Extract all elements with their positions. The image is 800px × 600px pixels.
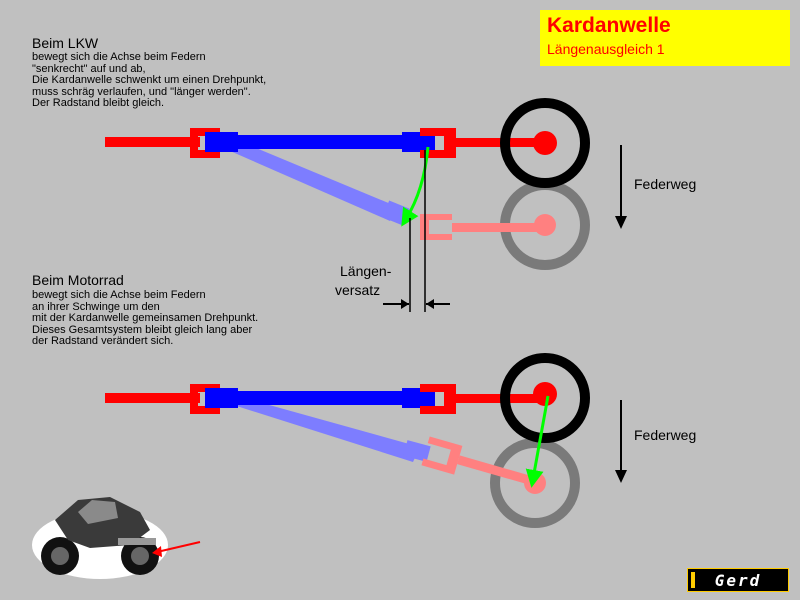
- lkw-shaft-left-end: [205, 132, 238, 152]
- bike-pointer-arrow: [156, 541, 201, 553]
- versatz-arrowhead-right: [426, 299, 434, 309]
- lkw-heading: Beim LKW: [32, 35, 99, 51]
- motorrad-description: bewegt sich die Achse beim Federn an ihr…: [32, 289, 332, 348]
- bike-rear-rim: [131, 547, 149, 565]
- motorrad-line-1: bewegt sich die Achse beim Federn: [32, 289, 206, 301]
- motorrad-right-joint: [420, 384, 456, 414]
- lkw-input-shaft: [105, 137, 200, 147]
- motorrad-diagram: [105, 353, 627, 528]
- lkw-line-1: bewegt sich die Achse beim Federn: [32, 51, 206, 63]
- motorcycle-illustration: [32, 497, 201, 579]
- logo-text: Gerd: [714, 570, 762, 590]
- bike-body: [55, 497, 150, 548]
- logo-bar: [691, 572, 695, 588]
- bike-tank: [78, 500, 118, 524]
- lkw-hub: [533, 131, 557, 155]
- federweg-label-bottom: Federweg: [634, 427, 697, 443]
- gerd-logo: Gerd: [687, 568, 789, 592]
- federweg-label-top: Federweg: [634, 176, 697, 192]
- laengenversatz-label-line1: Längen-: [340, 263, 392, 279]
- motorrad-shaft-tilted: [205, 396, 420, 462]
- motorrad-motion-arrow: [525, 395, 550, 488]
- title-sub: Längenausgleich 1: [547, 41, 665, 57]
- versatz-arrowhead-left: [401, 299, 409, 309]
- motorrad-line-4: Dieses Gesamtsystem bleibt gleich lang a…: [32, 323, 253, 336]
- lkw-shaft: [205, 135, 435, 149]
- motorrad-hub: [533, 382, 557, 406]
- motorrad-joint-tilted-group: [421, 436, 542, 488]
- motorrad-shaft: [205, 391, 435, 405]
- laengenversatz-dimension: [383, 150, 450, 312]
- motorrad-line-2: an ihrer Schwinge um den: [32, 300, 160, 313]
- motorrad-line-5: der Radstand verändert sich.: [32, 335, 174, 347]
- motorrad-heading: Beim Motorrad: [32, 272, 124, 288]
- lkw-description: bewegt sich die Achse beim Federn "senkr…: [32, 51, 332, 110]
- lkw-federweg-arrowhead: [615, 216, 627, 229]
- motorrad-wheel-lowered: [490, 438, 580, 528]
- motorrad-swingarm-tilted: [457, 455, 542, 488]
- bike-pointer-arrowhead: [152, 546, 162, 557]
- lkw-diagram: [105, 98, 627, 270]
- bike-front-rim: [51, 547, 69, 565]
- bike-exhaust: [118, 538, 156, 545]
- lkw-line-3: Die Kardanwelle schwenkt um einen Drehpu…: [32, 74, 267, 86]
- motorrad-shaft-tilted-end: [403, 440, 431, 462]
- motorrad-wheel: [500, 353, 590, 443]
- lkw-wheel: [500, 98, 590, 188]
- motorrad-input-shaft: [105, 393, 200, 403]
- motorrad-shaft-left-end: [205, 388, 238, 408]
- laengenversatz-label-line2: versatz: [335, 282, 381, 298]
- lkw-motion-arrow: [401, 146, 430, 227]
- lkw-right-joint-lowered: [420, 214, 452, 240]
- motorrad-shaft-right-end: [402, 388, 435, 408]
- lkw-shaft-tilted: [205, 140, 398, 221]
- title-main: Kardanwelle: [547, 14, 671, 37]
- lkw-axle-lowered: [452, 223, 540, 232]
- title-box: Kardanwelle Längenausgleich 1: [540, 10, 790, 66]
- lkw-line-4: muss schräg verlaufen, und "länger werde…: [32, 85, 251, 98]
- motorrad-federweg-arrowhead: [615, 470, 627, 483]
- lkw-line-2: "senkrecht" auf und ab,: [32, 62, 146, 75]
- motorrad-right-joint-tilted: [421, 436, 463, 475]
- motorrad-line-3: mit der Kardanwelle gemeinsamen Drehpunk…: [32, 312, 259, 324]
- lkw-line-5: Der Radstand bleibt gleich.: [32, 97, 165, 109]
